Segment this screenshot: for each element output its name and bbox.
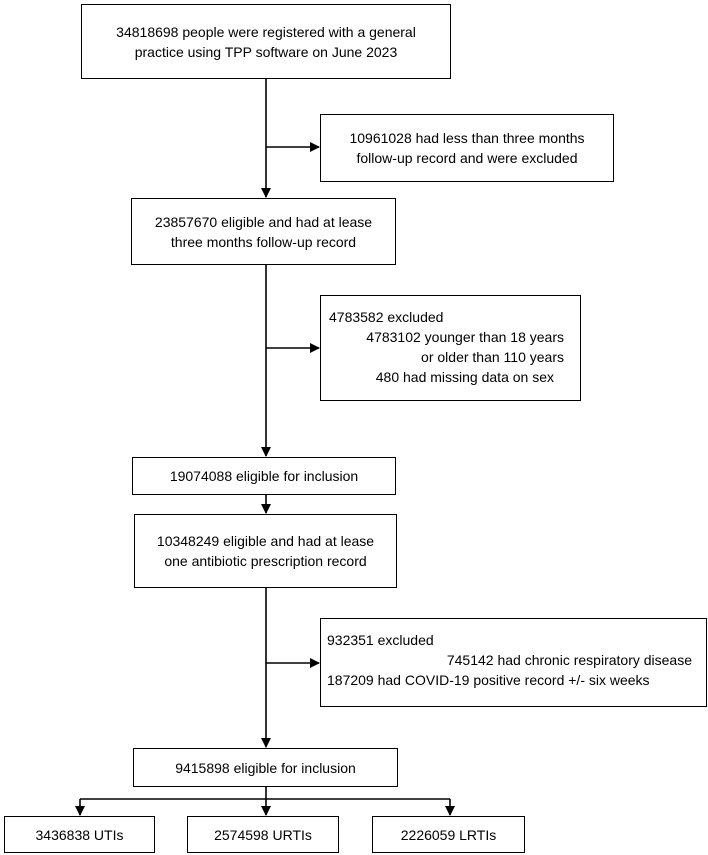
registered-box: 34818698 people were registered with a g…	[81, 4, 451, 79]
eligible-followup-line-2: three months follow-up record	[170, 233, 357, 250]
registered-line-1: 34818698 people were registered with a g…	[116, 23, 416, 40]
eligible-antibiotic-box: 10348249 eligible and had at lease one a…	[134, 514, 397, 588]
excluded-followup-line-1: 10961028 had less than three months	[349, 130, 585, 146]
utis-text: 3436838 UTIs	[35, 826, 124, 843]
eligible-inclusion-1-box: 19074088 eligible for inclusion	[132, 457, 396, 495]
utis-box: 3436838 UTIs	[4, 816, 155, 853]
eligible-antibiotic-line-2: one antibiotic prescription record	[164, 553, 367, 569]
excluded-resp-covid-box: 932351 excluded 745142 had chronic respi…	[320, 618, 707, 707]
eligible-inclusion-2-box: 9415898 eligible for inclusion	[133, 748, 398, 787]
excluded-age-sex-line-2: or older than 110 years	[421, 349, 564, 365]
eligible-inclusion-1-text: 19074088 eligible for inclusion	[169, 468, 359, 484]
eligible-inclusion-2-text: 9415898 eligible for inclusion	[175, 759, 356, 776]
eligible-followup-box: 23857670 eligible and had at lease three…	[131, 198, 396, 265]
eligible-followup-line-1: 23857670 eligible and had at lease	[154, 213, 373, 230]
excluded-resp-covid-line-1: 745142 had chronic respiratory disease	[446, 652, 692, 668]
excluded-resp-covid-line-2: 187209 had COVID-19 positive record +/- …	[327, 672, 650, 688]
excluded-age-sex-box: 4783582 excluded 4783102 younger than 18…	[320, 295, 581, 401]
excluded-age-sex-header: 4783582 excluded	[329, 309, 444, 325]
eligible-antibiotic-line-1: 10348249 eligible and had at lease	[156, 533, 375, 549]
excluded-age-sex-line-1: 4783102 younger than 18 years	[366, 329, 564, 345]
lrtis-text: 2226059 LRTIs	[400, 826, 497, 843]
urtis-box: 2574598 URTIs	[187, 816, 339, 853]
registered-line-2: practice using TPP software on June 2023	[134, 43, 398, 60]
lrtis-box: 2226059 LRTIs	[372, 816, 525, 853]
excluded-age-sex-line-3: 480 had missing data on sex	[375, 369, 554, 385]
excluded-followup-line-2: follow-up record and were excluded	[356, 150, 578, 166]
urtis-text: 2574598 URTIs	[214, 826, 312, 843]
excluded-resp-covid-header: 932351 excluded	[327, 632, 434, 648]
excluded-followup-box: 10961028 had less than three months foll…	[320, 114, 614, 182]
